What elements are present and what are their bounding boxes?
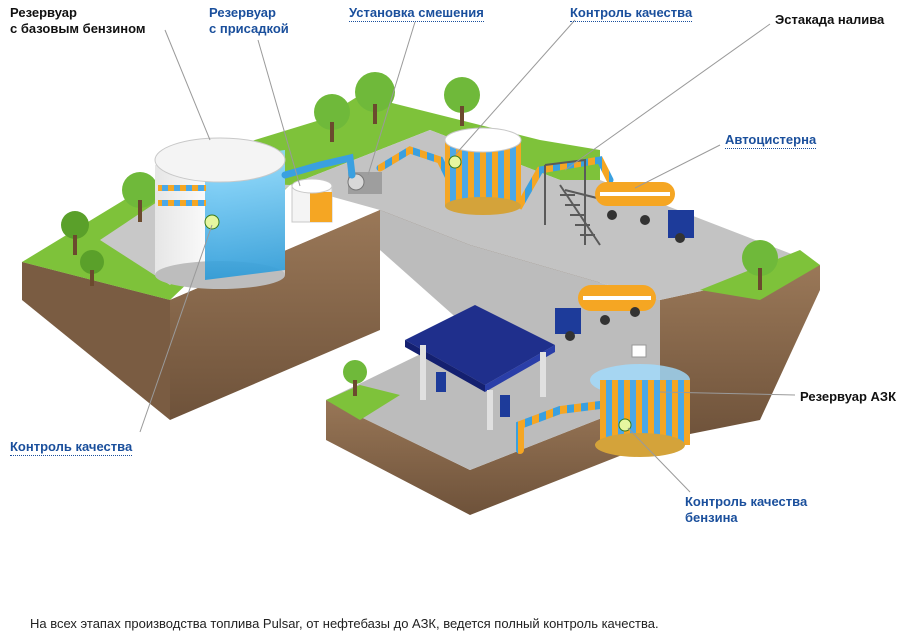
quality-control-tank [445, 128, 521, 215]
additive-tank [292, 179, 332, 222]
label-quality-control-top[interactable]: Контроль качества [570, 5, 692, 22]
label-tanker-truck[interactable]: Автоцистерна [725, 132, 816, 149]
base-gasoline-tank [155, 138, 285, 289]
caption-text: На всех этапах производства топлива Puls… [30, 616, 659, 631]
label-quality-control-left[interactable]: Контроль качества [10, 439, 132, 456]
label-additive-tank[interactable]: Резервуар с присадкой [209, 5, 289, 37]
label-mixing-unit[interactable]: Установка смешения [349, 5, 484, 22]
label-fuel-quality-control[interactable]: Контроль качества бензина [685, 494, 807, 526]
label-base-tank: Резервуар с базовым бензином [10, 5, 145, 37]
label-station-tank: Резервуар АЗК [800, 389, 896, 405]
label-loading-rack: Эстакада налива [775, 12, 884, 28]
